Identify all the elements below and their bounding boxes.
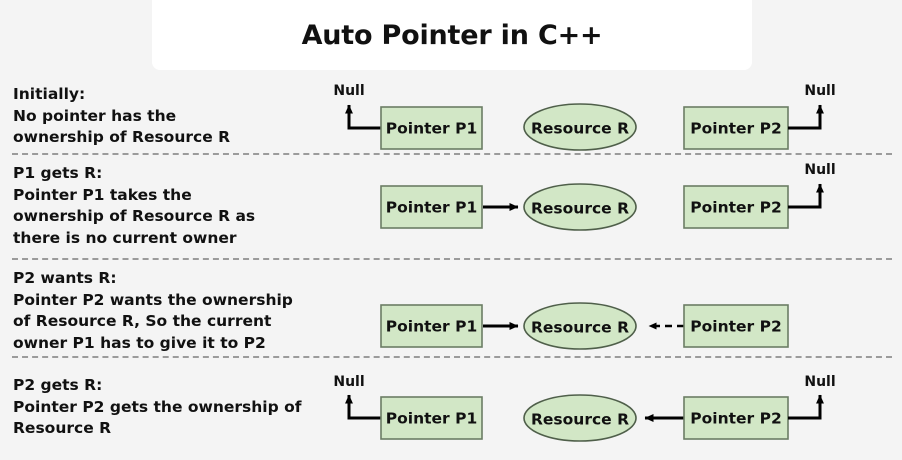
node-pointer-p1-row3[interactable] [380,304,483,348]
row-heading-initially: Initially: [13,85,86,103]
node-resource-r-row4[interactable] [523,394,637,442]
null-arrow-p1-row1 [345,104,381,130]
row-body-p1-gets-r: Pointer P1 takes the ownership of Resour… [13,185,256,247]
row-separator-1 [12,153,892,155]
row-description-p2-gets-r: P2 gets R: Pointer P2 gets the ownership… [13,375,333,440]
node-pointer-p2-row2[interactable] [683,185,789,229]
null-arrow-p1-row4 [345,394,381,420]
row-description-initially: Initially: No pointer has the ownership … [13,84,333,149]
null-arrow-p2-row4 [788,394,824,420]
row-body-p2-gets-r: Pointer P2 gets the ownership of Resourc… [13,397,302,438]
node-pointer-p2-row4[interactable] [683,396,789,440]
node-resource-r-row2[interactable] [523,183,637,231]
null-arrow-p2-row2 [788,183,824,209]
row-body-initially: No pointer has the ownership of Resource… [13,106,231,147]
node-pointer-p1-row4[interactable] [380,396,483,440]
row-separator-3 [12,356,892,358]
node-pointer-p1-row2[interactable] [380,185,483,229]
node-pointer-p2-row1[interactable] [683,106,789,150]
row-description-p2-wants-r: P2 wants R: Pointer P2 wants the ownersh… [13,268,333,354]
node-resource-r-row3[interactable] [523,302,637,350]
node-pointer-p1-row1[interactable] [380,106,483,150]
title-banner: Auto Pointer in C++ [152,0,752,70]
null-label-p2-row1: Null [804,83,835,99]
null-label-p1-row1: Null [333,83,364,99]
row-body-p2-wants-r: Pointer P2 wants the ownership of Resour… [13,290,293,352]
null-label-p2-row4: Null [804,374,835,390]
row-heading-p1-gets-r: P1 gets R: [13,164,103,182]
node-resource-r-row1[interactable] [523,103,637,151]
row-heading-p2-wants-r: P2 wants R: [13,269,117,287]
page-title: Auto Pointer in C++ [301,19,603,51]
null-label-p2-row2: Null [804,162,835,178]
null-label-p1-row4: Null [333,374,364,390]
row-separator-2 [12,258,892,260]
null-arrow-p2-row1 [788,104,824,130]
row-heading-p2-gets-r: P2 gets R: [13,376,103,394]
node-pointer-p2-row3[interactable] [683,304,789,348]
row-description-p1-gets-r: P1 gets R: Pointer P1 takes the ownershi… [13,163,333,249]
